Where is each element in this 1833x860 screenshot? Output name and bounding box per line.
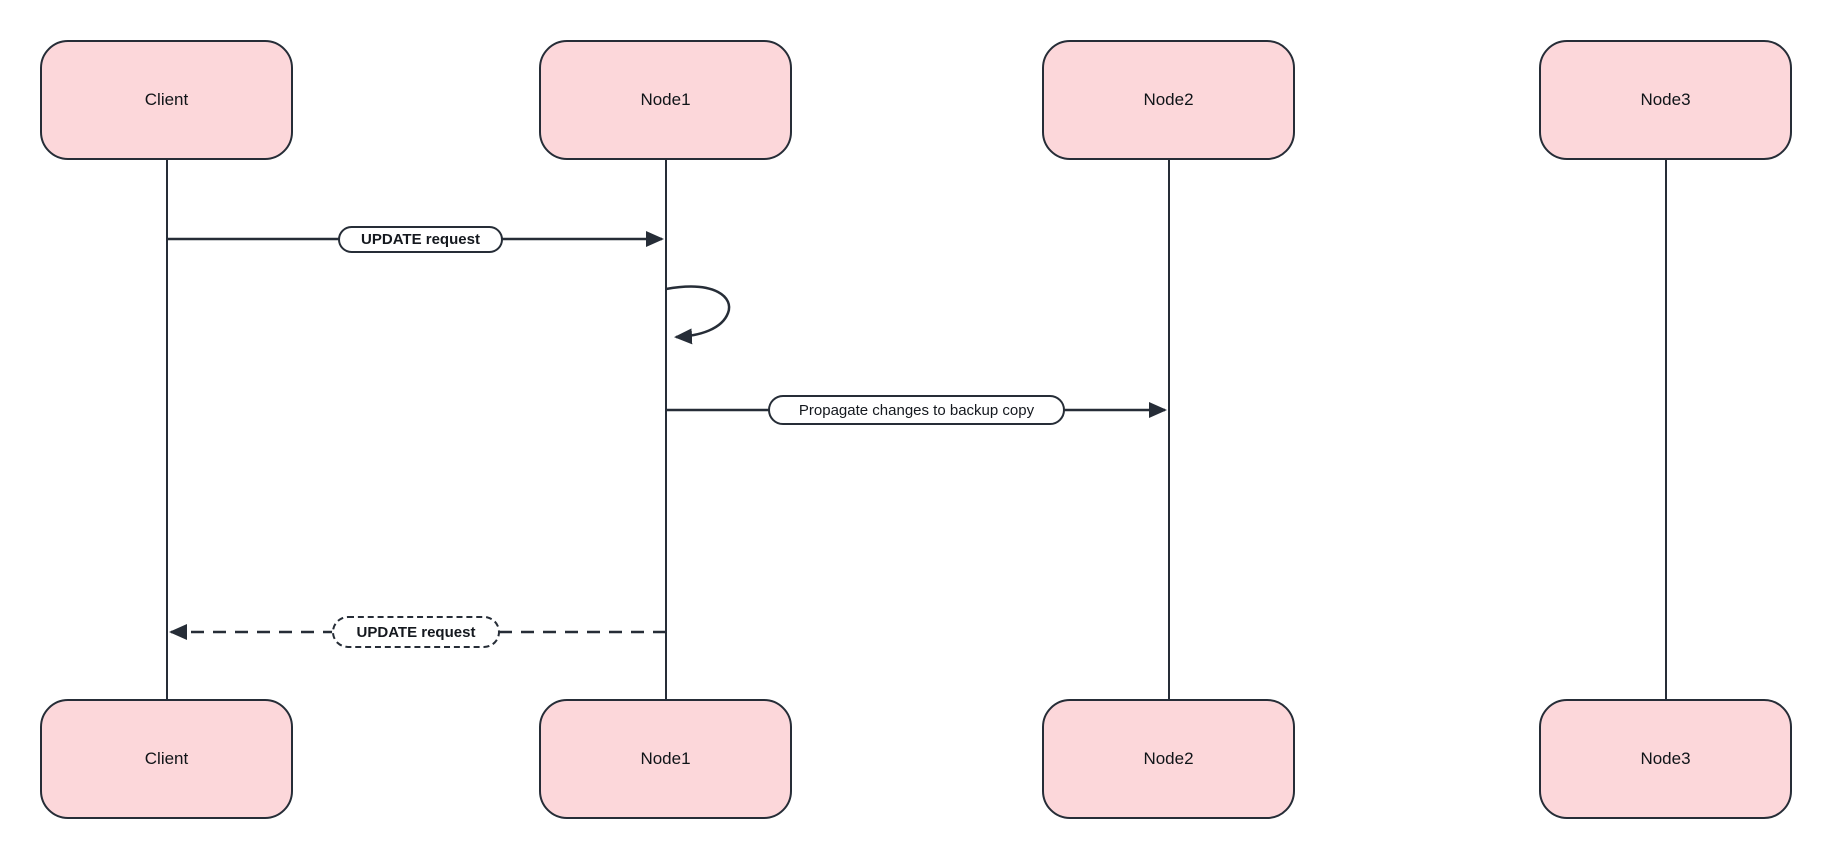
actor-box-node3-top: Node3: [1539, 40, 1792, 160]
actor-label-node1: Node1: [640, 90, 691, 109]
actor-label-client: Client: [144, 90, 189, 109]
actor-box-client-top: Client: [40, 40, 293, 160]
actor-box-node1-top: Node1: [539, 40, 792, 160]
message-arrow-self-loop: [665, 285, 731, 345]
actor-box-node2-bottom: Node2: [1042, 699, 1295, 819]
actor-box-client-bottom: Client: [40, 699, 293, 819]
actor-label-client: Client: [144, 749, 189, 768]
message-label-update-request-return: UPDATE request: [332, 616, 500, 648]
actor-label-node2: Node2: [1143, 90, 1194, 109]
message-label-update-request: UPDATE request: [338, 226, 503, 253]
actor-box-node2-top: Node2: [1042, 40, 1295, 160]
actor-box-node3-bottom: Node3: [1539, 699, 1792, 819]
actor-label-node3: Node3: [1640, 90, 1691, 109]
actor-label-node3: Node3: [1640, 749, 1691, 768]
actor-label-node1: Node1: [640, 749, 691, 768]
message-label-propagate-changes: Propagate changes to backup copy: [768, 395, 1065, 425]
actor-box-node1-bottom: Node1: [539, 699, 792, 819]
actor-label-node2: Node2: [1143, 749, 1194, 768]
